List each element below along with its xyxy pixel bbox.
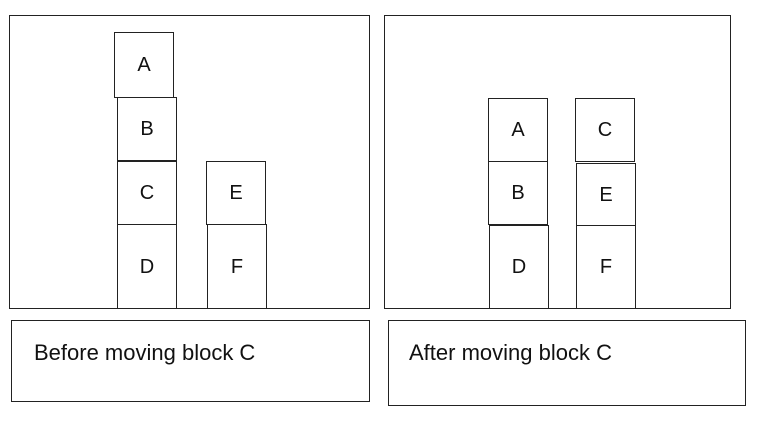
before-block-f: F — [207, 224, 267, 309]
after-caption: After moving block C — [388, 320, 746, 406]
after-block-a: A — [488, 98, 548, 162]
after-block-e: E — [576, 163, 636, 227]
after-block-b: B — [488, 161, 548, 225]
before-block-b: B — [117, 97, 177, 161]
before-caption: Before moving block C — [11, 320, 370, 402]
before-block-c: C — [117, 161, 177, 225]
before-block-d: D — [117, 224, 177, 309]
after-block-d: D — [489, 225, 549, 309]
after-block-f: F — [576, 225, 636, 309]
after-panel: A B D C E F — [384, 15, 731, 309]
before-block-e: E — [206, 161, 266, 225]
before-block-a: A — [114, 32, 174, 98]
after-block-c: C — [575, 98, 635, 162]
before-panel: A B C D E F — [9, 15, 370, 309]
